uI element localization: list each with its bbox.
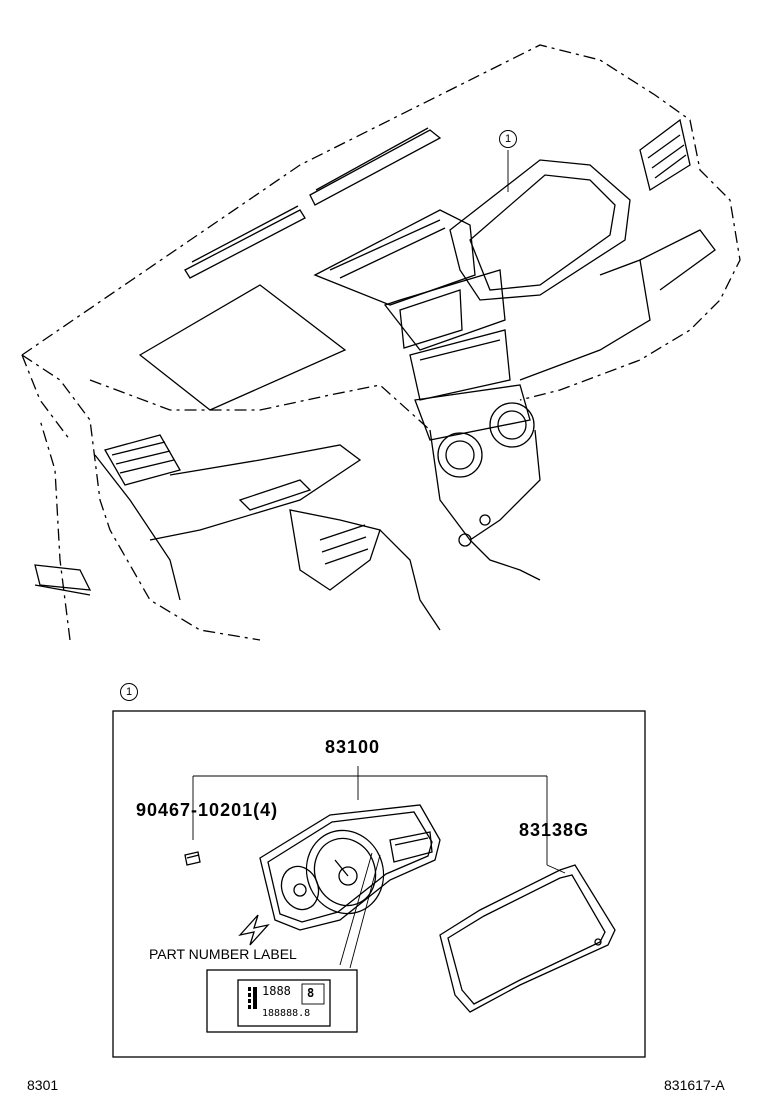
lcd-display-inset	[206, 969, 358, 1033]
screw-part-icon	[184, 851, 201, 866]
part-number-83100: 83100	[325, 737, 381, 757]
footer-right-code: 831617-A	[664, 1077, 725, 1093]
dashboard-illustration	[21, 44, 741, 641]
part-number-83138G: 83138G	[519, 820, 590, 840]
part-number-screw: 90467-10201(4)	[136, 800, 279, 820]
meter-glass	[439, 864, 616, 1013]
lcd-gear-digit: 8	[307, 986, 315, 1000]
part-number-label-arrow	[238, 914, 270, 946]
lcd-bottom-digits: 188888.8	[262, 1008, 311, 1019]
footer-left-code: 8301	[27, 1077, 59, 1093]
lcd-top-digits: 1888	[262, 984, 291, 998]
callout-1-detail: 1	[120, 683, 138, 701]
detail-frame	[112, 710, 646, 1058]
part-number-label-note: PART NUMBER LABEL	[149, 946, 297, 962]
part-83100-leader	[192, 766, 548, 865]
combination-meter-cluster	[259, 804, 441, 969]
callout-1-top: 1	[499, 130, 517, 148]
